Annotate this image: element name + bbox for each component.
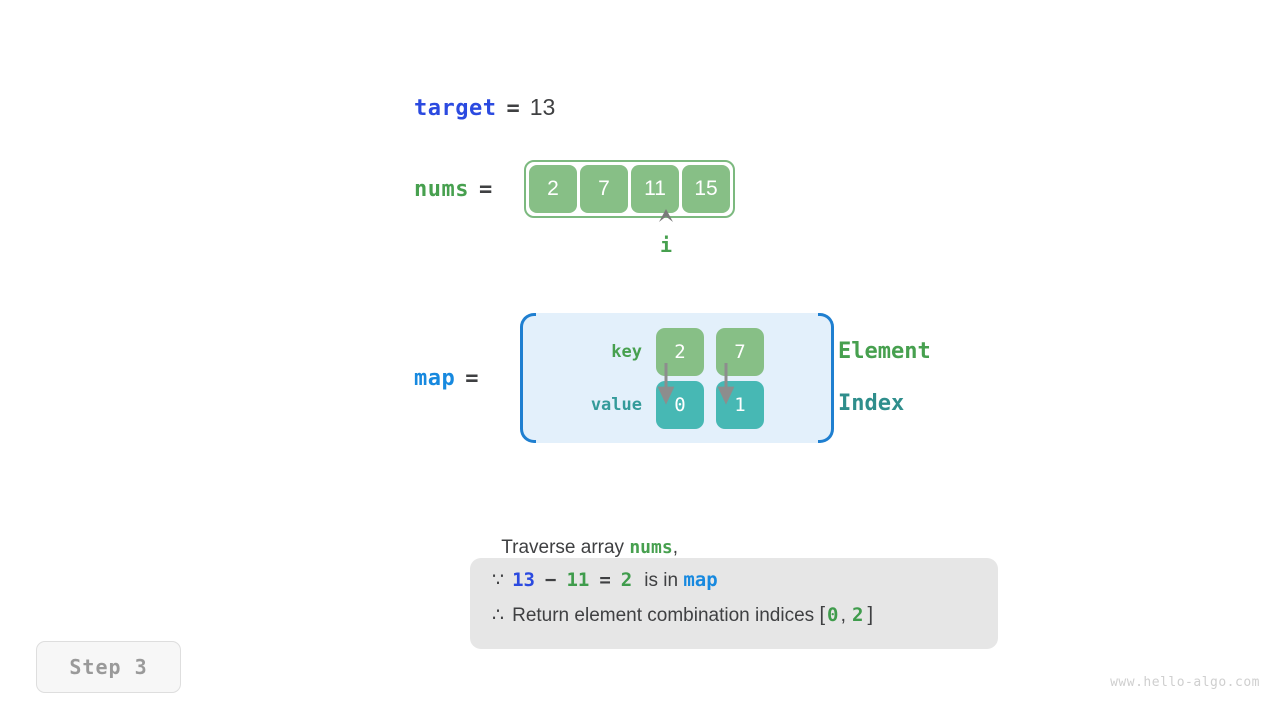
because-symbol: ∵ — [492, 569, 505, 591]
caption-text: Traverse array nums, — [491, 515, 678, 559]
map-index-label: Index — [838, 391, 905, 416]
map-variable-label: map — [414, 365, 456, 391]
nums-cell[interactable]: 11 — [631, 165, 679, 213]
map-key-row: key 2 7 — [558, 325, 764, 378]
nums-array-container: 2 7 11 15 — [524, 160, 735, 218]
therefore-symbol: ∴ — [492, 604, 505, 626]
note-complement-value: 2 — [620, 569, 633, 591]
map-value-cell[interactable]: 1 — [716, 380, 764, 429]
note-target-value: 13 — [512, 569, 535, 591]
note-result-index-0: 0 — [827, 604, 839, 626]
index-pointer-group: i — [643, 208, 689, 257]
map-value-row: value 0 1 — [558, 378, 764, 431]
map-equals-sign: = — [465, 365, 479, 391]
nums-cell[interactable]: 7 — [580, 165, 628, 213]
target-assignment-row: target = 13 — [414, 94, 555, 121]
map-assignment-row: map = key 2 7 value 0 1 — [414, 313, 834, 443]
map-left-bracket — [520, 313, 536, 443]
nums-variable-label: nums — [414, 176, 469, 202]
map-side-labels: Element Index — [838, 313, 931, 443]
map-container: key 2 7 value 0 1 — [520, 313, 834, 443]
target-equals-sign: = — [506, 96, 520, 121]
map-value-cells: 0 1 — [656, 380, 764, 429]
caption-prefix: Traverse array — [501, 537, 630, 558]
note-minus-operator: − — [544, 569, 557, 591]
map-key-cell[interactable]: 7 — [716, 327, 764, 376]
note-result-index-1: 2 — [852, 604, 864, 626]
caret-up-icon — [643, 208, 689, 223]
caption-code-nums: nums — [629, 537, 673, 558]
target-variable-label: target — [414, 96, 497, 121]
step-badge: Step 3 — [36, 641, 181, 693]
note-return-text: Return element combination indices — [512, 605, 820, 626]
note-map-reference: map — [683, 569, 718, 591]
map-grid: key 2 7 value 0 1 — [558, 325, 764, 431]
map-label-group: map = — [414, 313, 522, 443]
nums-cell[interactable]: 2 — [529, 165, 577, 213]
map-key-row-label: key — [611, 341, 642, 362]
nums-equals-sign: = — [478, 176, 493, 202]
nums-label-group: nums = — [414, 177, 524, 202]
nums-cell[interactable]: 15 — [682, 165, 730, 213]
note-isin-text: is in — [644, 570, 684, 591]
map-value-cell[interactable]: 0 — [656, 380, 704, 429]
note-line-premise: ∵ 13 − 11 = 2 is in map — [492, 569, 976, 604]
caption-suffix: , — [672, 537, 678, 558]
nums-assignment-row: nums = 2 7 11 15 — [414, 160, 735, 218]
pointer-variable-label: i — [659, 233, 673, 257]
map-key-cell[interactable]: 2 — [656, 327, 704, 376]
map-right-bracket — [818, 313, 834, 443]
explanation-note-box: ∵ 13 − 11 = 2 is in map ∴ Return element… — [470, 558, 998, 649]
note-open-bracket: [ — [819, 604, 825, 626]
map-value-row-label: value — [590, 394, 642, 415]
note-close-bracket: ] — [867, 604, 874, 626]
note-equals-operator: = — [599, 569, 611, 591]
watermark-text: www.hello-algo.com — [1110, 675, 1260, 690]
map-key-cells: 2 7 — [656, 327, 764, 376]
note-line-conclusion: ∴ Return element combination indices [ 0… — [492, 604, 976, 639]
note-current-number: 11 — [566, 569, 590, 591]
map-element-label: Element — [838, 339, 931, 364]
note-comma: , — [840, 604, 847, 626]
target-value: 13 — [529, 94, 556, 120]
